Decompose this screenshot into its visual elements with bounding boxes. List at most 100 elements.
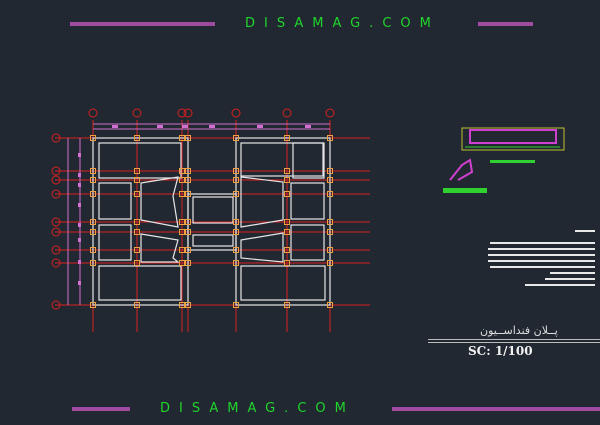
column-marker [179,219,185,225]
general-notes-line [490,242,595,244]
strip-footing-center [187,193,237,251]
section-detail-rebar [469,129,557,144]
general-notes-line [525,284,595,286]
column-marker [185,302,191,308]
dimension-text [78,281,81,285]
column-marker [134,247,140,253]
title-underline [428,342,600,343]
grid-bubble [51,175,61,185]
pad-opening [98,224,132,261]
grid-bubble [183,108,193,118]
column-marker [90,229,96,235]
column-marker [179,247,185,253]
general-notes-line [488,260,595,262]
general-notes-line [488,254,595,256]
column-marker [327,168,333,174]
column-marker [134,191,140,197]
grid-bubble [51,258,61,268]
column-marker [185,177,191,183]
general-notes-line [488,248,595,250]
dimension-text [182,125,188,128]
column-marker [179,229,185,235]
column-marker [134,219,140,225]
column-marker [233,247,239,253]
pad-opening-skewed [240,176,284,228]
dimension-text [157,125,163,128]
decor-bar [392,407,600,411]
decor-bar [70,22,215,26]
pad-opening [290,182,325,220]
column-marker [233,229,239,235]
grid-bubble [88,108,98,118]
bar-detail [449,158,474,181]
dimension-text [112,125,118,128]
section-detail [461,127,565,151]
column-marker [179,177,185,183]
general-notes-line [545,278,595,280]
dimension-text [209,125,215,128]
pad-opening [292,142,325,179]
grid-bubble [177,108,187,118]
pad-opening [240,265,326,301]
grid-bubble [51,300,61,310]
column-marker [233,177,239,183]
grid-bubble [51,217,61,227]
column-marker [134,229,140,235]
column-marker [185,168,191,174]
pad-opening-skewed [140,233,180,263]
grid-bubble [132,108,142,118]
column-marker [134,177,140,183]
dimension-text [78,203,81,207]
column-marker [327,229,333,235]
column-marker [233,135,239,141]
column-marker [284,229,290,235]
section-caption [490,160,535,163]
column-marker [90,260,96,266]
pad-opening [192,196,234,224]
pad-opening [192,234,234,247]
column-marker [90,219,96,225]
dimension-text [78,238,81,242]
decor-bar [478,22,533,26]
column-marker [327,219,333,225]
column-marker [284,247,290,253]
column-marker [185,191,191,197]
column-marker [179,191,185,197]
dimension-text [78,173,81,177]
general-notes-line [490,266,595,268]
dimension-text [78,183,81,187]
column-marker [179,260,185,266]
pad-opening-skewed [240,232,284,263]
column-marker [185,260,191,266]
column-marker [134,135,140,141]
column-marker [327,302,333,308]
column-marker [179,302,185,308]
watermark-top: DISAMAG.COM [245,16,440,31]
column-marker [233,219,239,225]
bar-detail-caption [443,188,487,193]
general-notes-line [550,272,595,274]
column-marker [179,168,185,174]
column-marker [327,260,333,266]
column-marker [284,191,290,197]
column-marker [185,247,191,253]
title-underline [428,339,600,340]
drawing-scale: SC: 1/100 [468,344,533,358]
grid-bubble [51,245,61,255]
column-marker [185,135,191,141]
decor-bar [72,407,130,411]
column-marker [134,260,140,266]
dimension-text [78,223,81,227]
column-marker [90,247,96,253]
column-marker [327,191,333,197]
dimension-text [78,153,81,157]
grid-bubble [51,227,61,237]
column-marker [185,229,191,235]
column-marker [327,135,333,141]
column-marker [233,168,239,174]
column-marker [284,260,290,266]
column-marker [179,135,185,141]
grid-bubble [51,166,61,176]
